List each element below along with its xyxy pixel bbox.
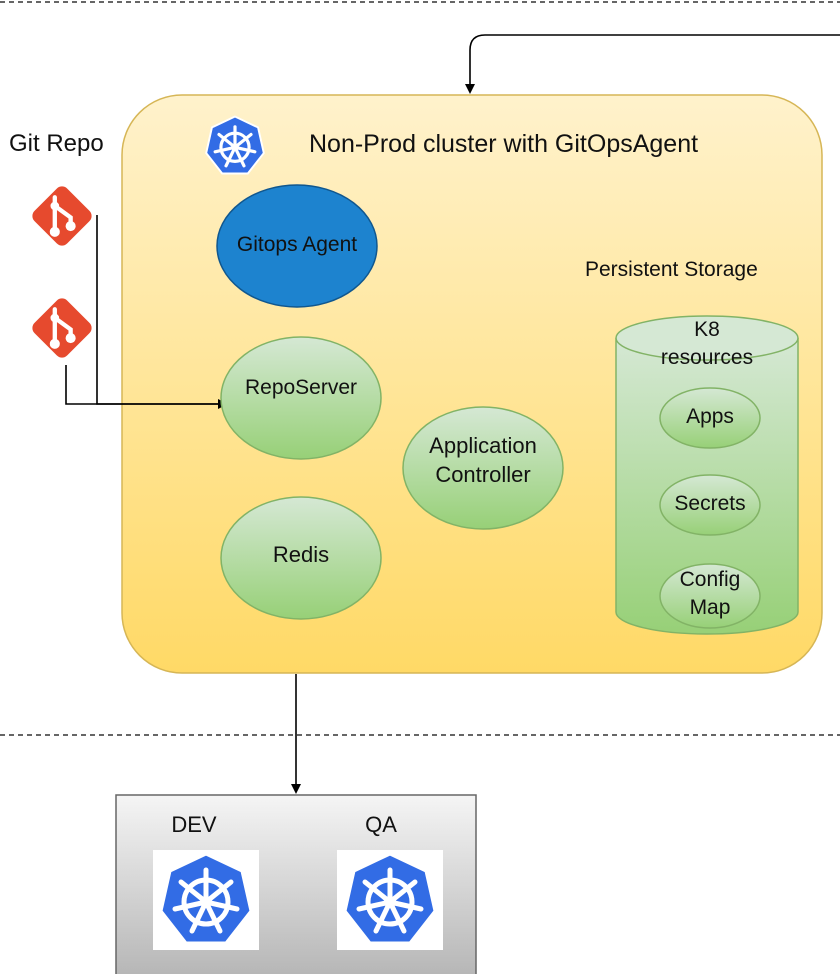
kubernetes-icon: [345, 854, 435, 943]
storage-db-label-1: K8: [694, 318, 720, 341]
apps-label: Apps: [686, 405, 734, 428]
qa-env-label: QA: [365, 812, 397, 837]
gitops-agent-node: [216, 184, 378, 308]
secrets-label: Secrets: [674, 492, 746, 515]
git-repo-connector: [65, 365, 226, 405]
config-map-label-1: Config: [679, 568, 741, 591]
incoming-arrow: [465, 34, 840, 94]
application-controller-node: [402, 406, 564, 530]
apps-node: [659, 387, 761, 449]
application-controller-label-1: Application: [429, 433, 537, 458]
config-map-node: [659, 563, 761, 629]
git-icon: [29, 295, 94, 360]
git-icon: [29, 183, 94, 248]
redis-node: [220, 496, 382, 620]
gitops-agent-label: Gitops Agent: [236, 233, 358, 256]
secrets-node: [659, 474, 761, 536]
storage-db-label-2: resources: [660, 346, 754, 369]
git-repo-title: Git Repo: [9, 130, 104, 157]
cluster-title: Non-Prod cluster with GitOpsAgent: [309, 130, 699, 158]
kubernetes-icon: [161, 854, 251, 943]
repo-server-node: [220, 336, 382, 460]
redis-label: Redis: [272, 542, 330, 567]
repo-server-label: RepoServer: [244, 376, 358, 399]
persistent-storage-title: Persistent Storage: [585, 258, 758, 281]
config-map-label-2: Map: [689, 596, 731, 619]
dev-env-label: DEV: [171, 812, 217, 837]
application-controller-label-2: Controller: [435, 462, 531, 487]
kubernetes-icon: [204, 114, 266, 176]
